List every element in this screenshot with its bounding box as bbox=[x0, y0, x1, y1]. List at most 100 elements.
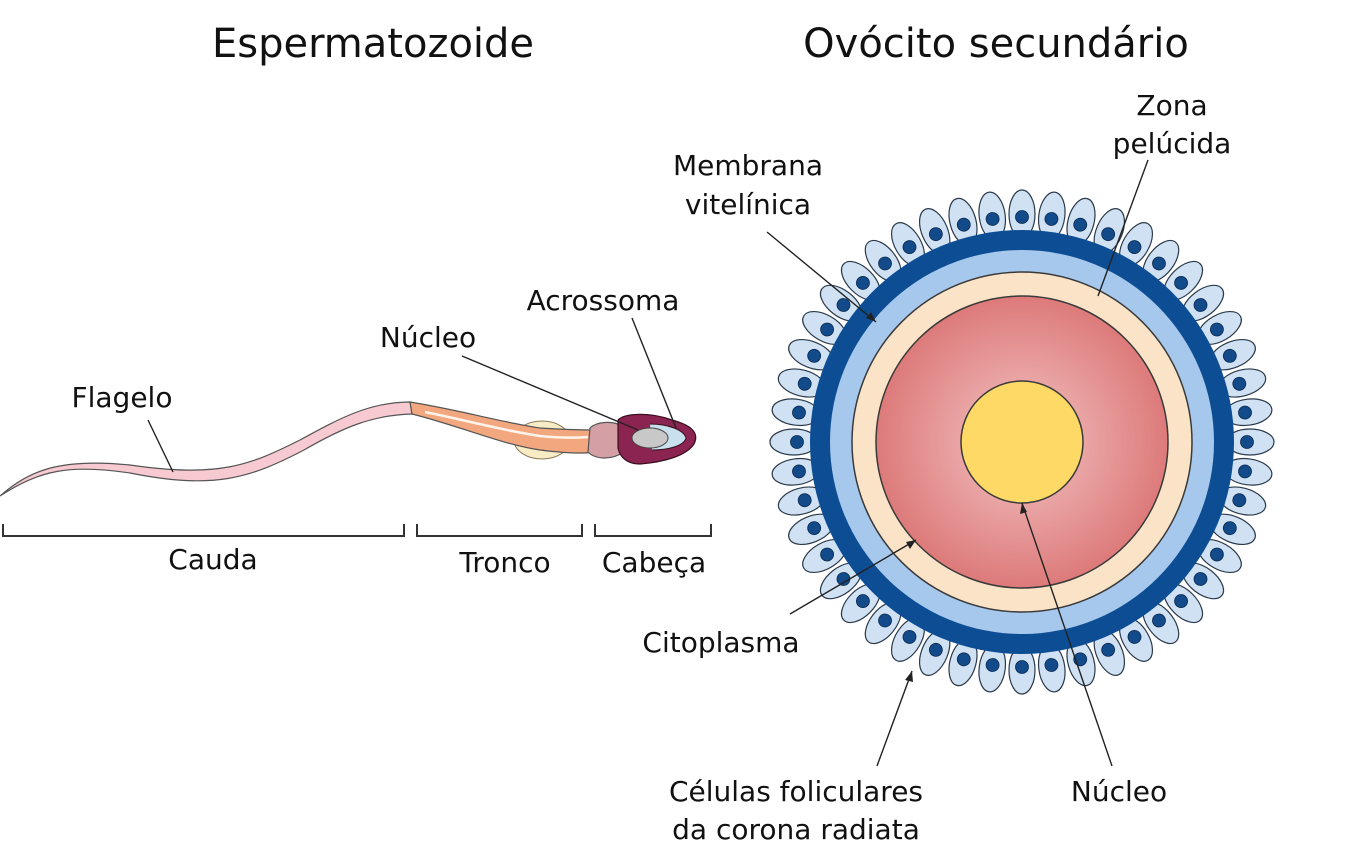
zona-leader bbox=[1097, 159, 1149, 297]
follicle-cell-nucleus bbox=[856, 276, 870, 290]
follicle-cell-nucleus bbox=[985, 658, 1000, 672]
sperm-nucleo-label: Núcleo bbox=[380, 321, 476, 354]
follicle-cell-nucleus bbox=[1127, 240, 1142, 254]
celulas-label-line2: da corona radiata bbox=[672, 813, 920, 846]
sperm-midpiece-highlight bbox=[424, 410, 589, 439]
membrana-label-line2: vitelínica bbox=[685, 188, 811, 221]
follicle-cell bbox=[777, 368, 826, 398]
cauda-label: Cauda bbox=[168, 543, 257, 576]
follicle-cell-nucleus bbox=[1222, 348, 1237, 363]
follicle-cell-nucleus bbox=[1044, 212, 1059, 226]
follicle-cell-nucleus bbox=[902, 240, 917, 254]
follicle-cell bbox=[1181, 284, 1225, 322]
citoplasma-label: Citoplasma bbox=[642, 626, 799, 659]
follicle-cell bbox=[948, 638, 978, 687]
membrana-label-line1: Membrana bbox=[673, 149, 823, 182]
sperm-title: Espermatozoide bbox=[212, 21, 534, 67]
follicle-cell bbox=[1223, 398, 1273, 427]
follicle-cell-nucleus bbox=[790, 435, 804, 449]
follicle-cell-nucleus bbox=[1015, 210, 1029, 224]
follicle-cell bbox=[1218, 368, 1267, 398]
celulas-label-line1: Células foliculares bbox=[669, 775, 923, 808]
follicle-cell-nucleus bbox=[1210, 322, 1224, 337]
follicle-cell bbox=[1037, 643, 1066, 693]
follicle-cell bbox=[1008, 189, 1036, 239]
follicle-cell-nucleus bbox=[1193, 572, 1208, 586]
follicle-cell-nucleus bbox=[807, 348, 822, 363]
follicle-cell bbox=[1218, 486, 1267, 516]
follicle-cell bbox=[1223, 457, 1273, 486]
follicle-cell-nucleus bbox=[1174, 276, 1188, 290]
sperm-midpiece bbox=[409, 401, 597, 454]
oocyte bbox=[769, 189, 1275, 695]
oocyte-nucleo-label: Núcleo bbox=[1071, 775, 1167, 808]
follicle-cell-nucleus bbox=[902, 630, 917, 644]
follicle-cell-nucleus bbox=[1210, 547, 1224, 562]
follicle-cell-nucleus bbox=[1232, 376, 1247, 391]
membrana-leader bbox=[766, 231, 877, 323]
sperm-flagellum bbox=[0, 401, 413, 497]
follicle-cell-nucleus bbox=[1073, 217, 1088, 232]
follicle-cell bbox=[1037, 191, 1066, 241]
celulas-leader bbox=[876, 670, 913, 767]
follicle-cell-nucleus bbox=[836, 298, 851, 312]
follicle-cell-nucleus bbox=[956, 652, 971, 667]
cabeca-bracket bbox=[594, 524, 712, 537]
follicle-cell-nucleus bbox=[928, 227, 943, 242]
follicle-cell bbox=[1093, 629, 1126, 676]
flagelo-label: Flagelo bbox=[72, 381, 173, 414]
follicle-cell bbox=[1181, 562, 1225, 600]
follicle-cell-nucleus bbox=[928, 642, 943, 657]
acrossoma-label: Acrossoma bbox=[527, 284, 680, 317]
follicle-cell-nucleus bbox=[792, 464, 806, 479]
follicle-cell bbox=[1163, 260, 1204, 301]
follicle-cell-nucleus bbox=[797, 376, 812, 391]
follicle-cell bbox=[788, 513, 835, 546]
follicle-cell-nucleus bbox=[1193, 298, 1208, 312]
cauda-bracket bbox=[2, 524, 405, 537]
follicle-cell-nucleus bbox=[1101, 642, 1116, 657]
oocyte-nucleus bbox=[960, 380, 1084, 504]
follicle-cell bbox=[1209, 513, 1256, 546]
follicle-cell-nucleus bbox=[1232, 493, 1247, 508]
follicle-cell-nucleus bbox=[1240, 435, 1254, 449]
follicle-cell bbox=[840, 260, 881, 301]
follicle-cell-nucleus bbox=[792, 405, 806, 420]
oocyte-nucleo-arrow bbox=[1020, 503, 1027, 514]
tronco-label: Tronco bbox=[458, 546, 550, 579]
follicle-cell-nucleus bbox=[820, 322, 834, 337]
follicle-cell-nucleus bbox=[836, 572, 851, 586]
flagelo-leader bbox=[147, 419, 174, 473]
acrossoma-leader bbox=[631, 317, 677, 429]
follicle-cell-nucleus bbox=[1044, 658, 1059, 672]
follicle-cell-nucleus bbox=[797, 493, 812, 508]
follicle-cell bbox=[864, 239, 902, 283]
follicle-cell-nucleus bbox=[820, 547, 834, 562]
follicle-cell-nucleus bbox=[807, 521, 822, 536]
follicle-cell-nucleus bbox=[985, 212, 1000, 226]
follicle-cell-nucleus bbox=[878, 256, 892, 271]
follicle-cell-nucleus bbox=[1152, 613, 1166, 628]
follicle-cell-nucleus bbox=[1101, 227, 1116, 242]
follicle-cell bbox=[802, 538, 847, 574]
follicle-cell-nucleus bbox=[956, 217, 971, 232]
follicle-cell bbox=[1008, 645, 1036, 695]
follicle-cell-nucleus bbox=[1015, 660, 1029, 674]
sperm-cell bbox=[0, 401, 697, 497]
membrana-arrow bbox=[866, 312, 876, 322]
citoplasma-leader bbox=[789, 539, 917, 615]
follicle-cell bbox=[1209, 338, 1256, 371]
follicle-cell-nucleus bbox=[1238, 405, 1252, 420]
cabeca-label: Cabeça bbox=[602, 546, 706, 579]
follicle-cell bbox=[890, 222, 926, 267]
celulas-arrow bbox=[905, 671, 913, 682]
follicle-cell-nucleus bbox=[1152, 256, 1166, 271]
zona-label-line2: pelúcida bbox=[1113, 127, 1232, 160]
follicle-cell bbox=[918, 629, 951, 676]
zona-label-line1: Zona bbox=[1136, 89, 1207, 122]
oocyte-nucleo-leader bbox=[1021, 502, 1113, 767]
sperm-nucleo-leader bbox=[461, 355, 639, 431]
follicle-cell-nucleus bbox=[856, 594, 870, 608]
follicle-cell-nucleus bbox=[1174, 594, 1188, 608]
